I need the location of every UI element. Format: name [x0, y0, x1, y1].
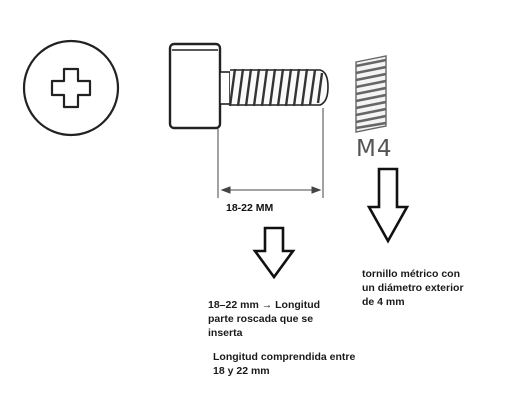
down-arrow-icon: [366, 167, 410, 244]
down-arrow-icon: [252, 226, 296, 280]
thread-cross-section: [355, 55, 387, 133]
thread-length-note: 18–22 mm → Longitud parte roscada que se…: [208, 299, 321, 339]
dimension-line: [217, 108, 324, 198]
phillips-head-icon: [22, 39, 120, 137]
thread-size-label: M4: [356, 136, 393, 162]
length-range-note: Longitud comprendida entre 18 y 22 mm: [213, 351, 356, 377]
dimension-label: 18-22 MM: [226, 202, 274, 214]
metric-note: tornillo métrico con un diámetro exterio…: [362, 268, 464, 308]
screw-side-view: [168, 42, 329, 130]
